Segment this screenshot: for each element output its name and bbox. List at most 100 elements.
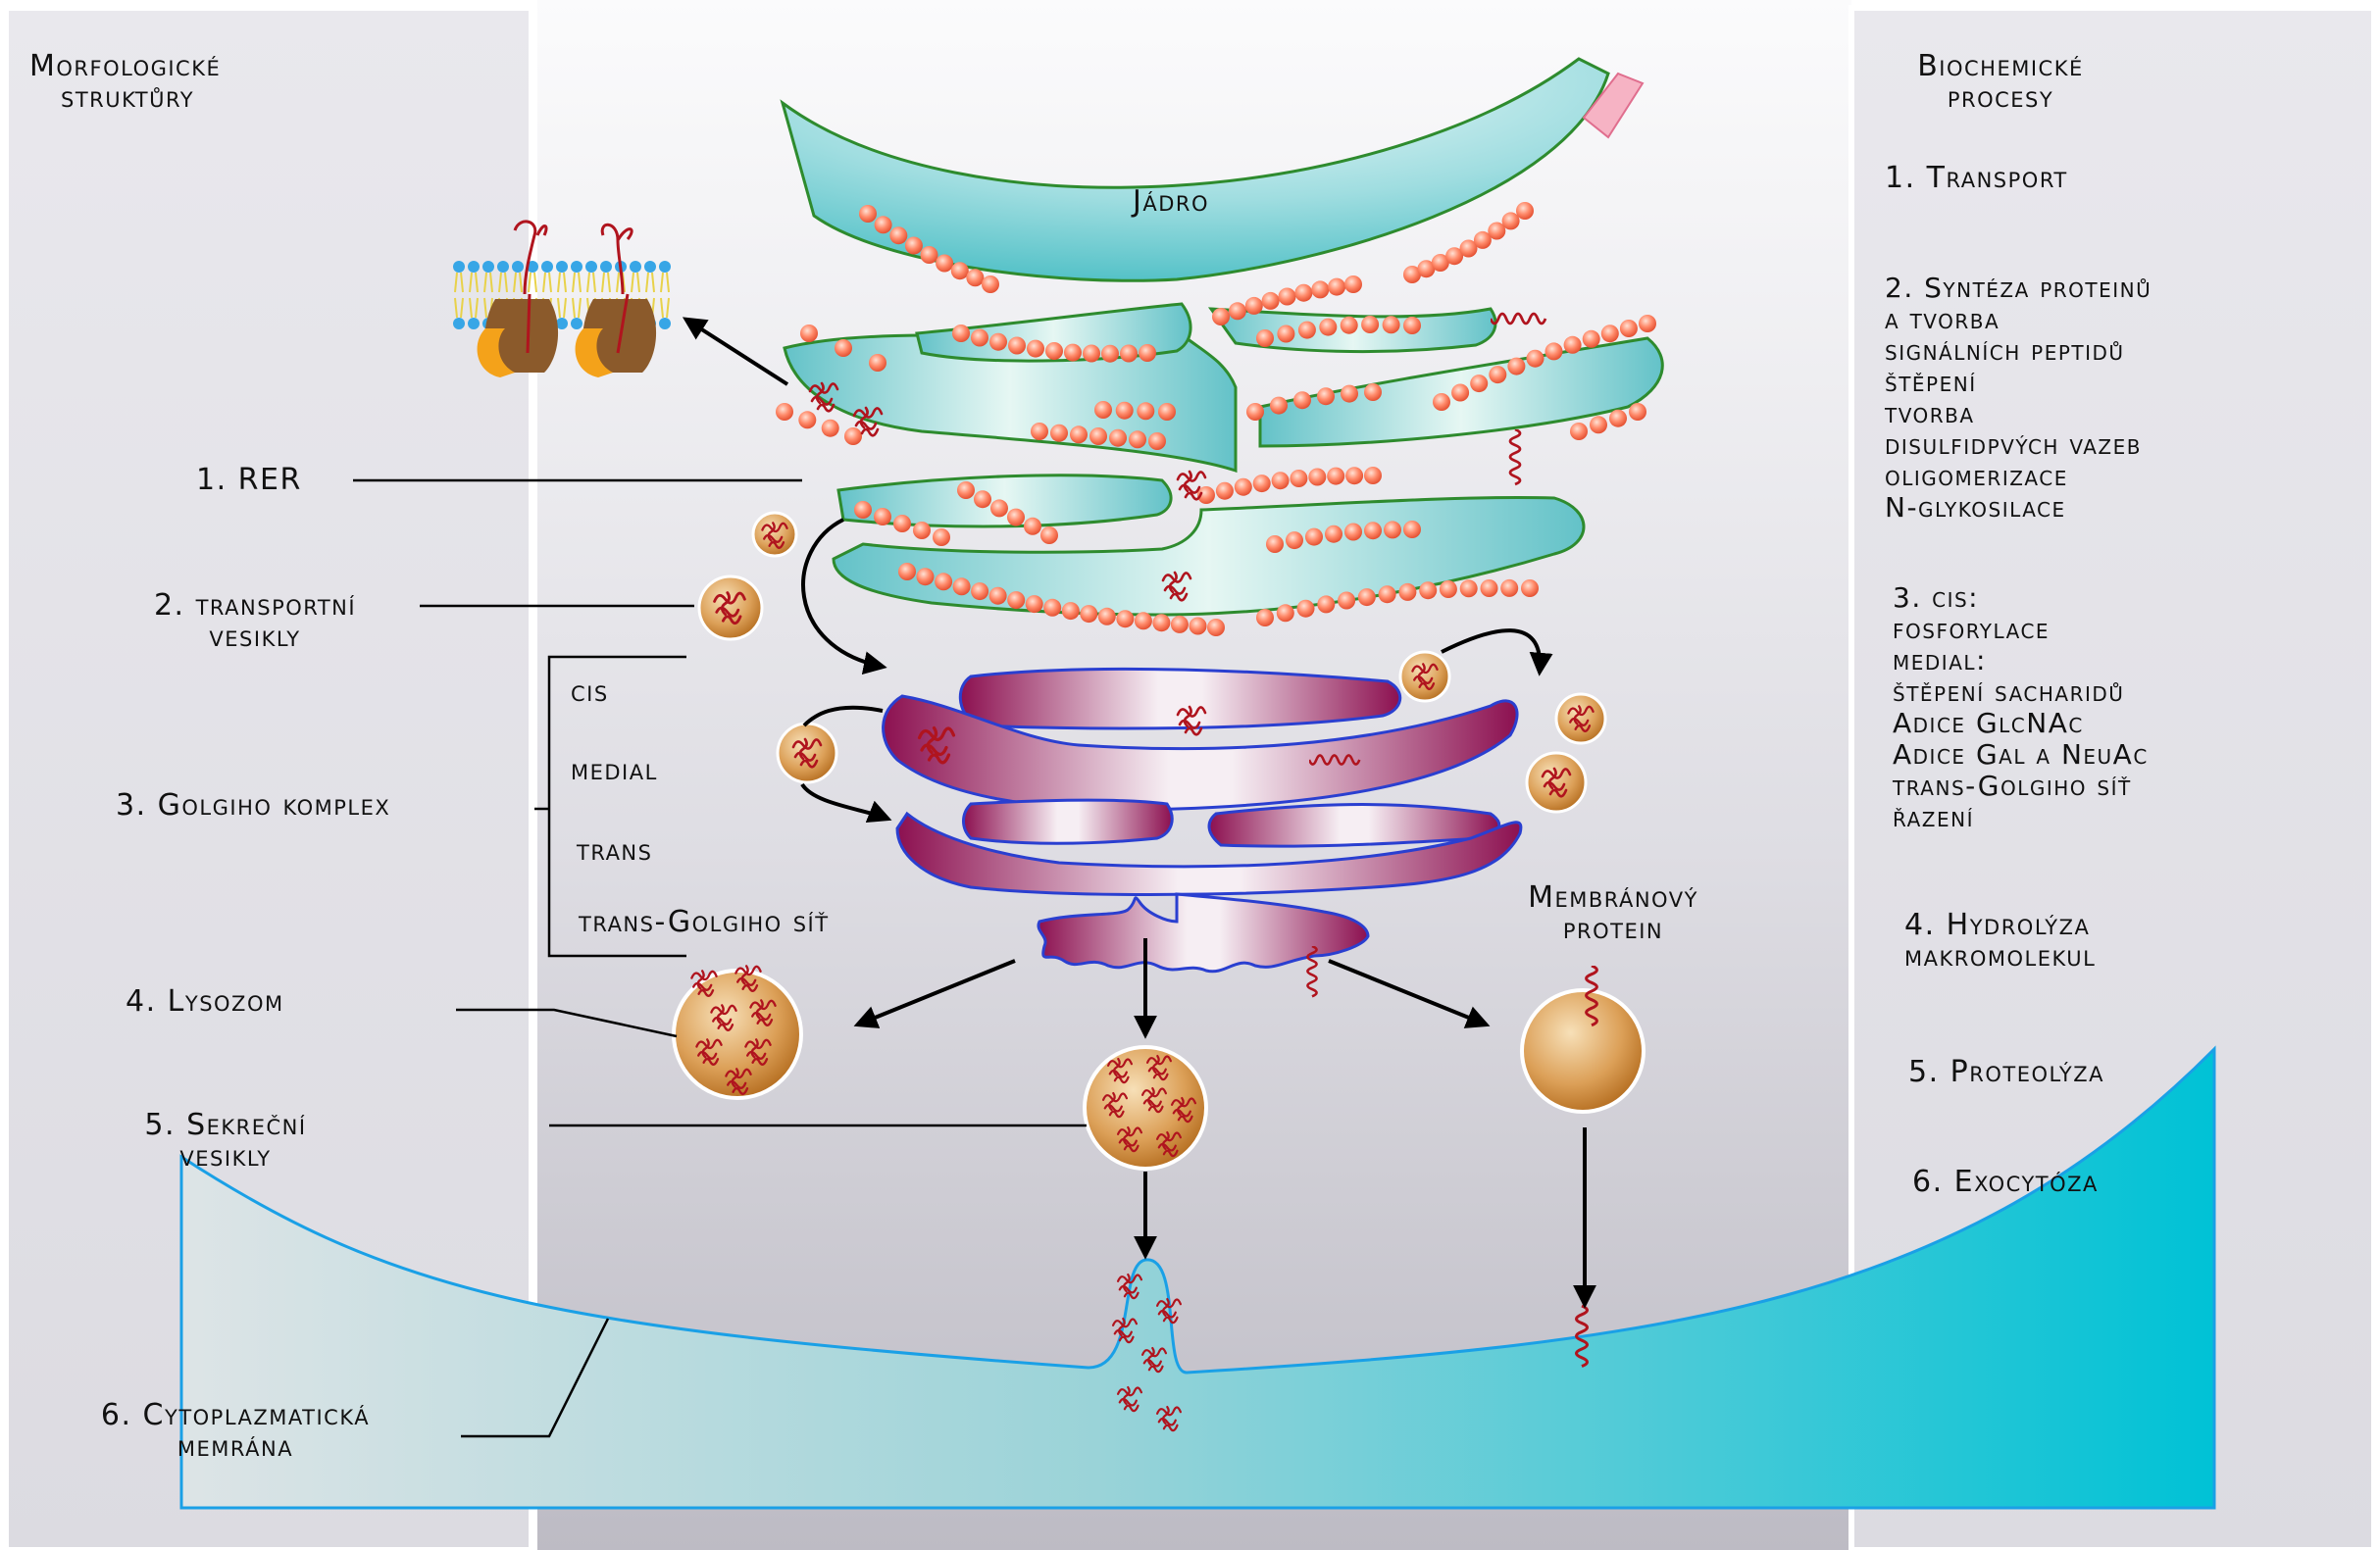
ribosome: [921, 246, 938, 264]
ribosome: [1609, 410, 1627, 427]
ribosome: [1253, 475, 1271, 492]
ribosome: [1109, 429, 1127, 447]
ribosome: [1583, 330, 1600, 348]
lipid-head: [571, 261, 582, 273]
ribosome: [859, 205, 877, 223]
ribosome: [1419, 581, 1437, 599]
ribosome: [1527, 350, 1544, 368]
ribosome: [1083, 345, 1100, 363]
lipid-head: [659, 318, 671, 329]
ribosome: [917, 568, 935, 585]
ribosome: [1460, 579, 1478, 597]
ribosome: [1246, 403, 1264, 421]
process-hydrolysis: 4. Hydrolýza makromolekul: [1904, 910, 2096, 973]
label-trans-golgi-network: trans-Golgiho síť: [579, 907, 830, 938]
ribosome: [1298, 322, 1316, 339]
ribosome: [1080, 605, 1097, 623]
ribosome: [1383, 316, 1400, 333]
ribosome: [1139, 344, 1156, 362]
ribosome: [1026, 595, 1043, 613]
ribosome: [1135, 612, 1152, 629]
ribosome: [953, 577, 971, 595]
ribosome: [905, 237, 923, 255]
label-transport-vesicles: 2. transportní vesikly: [113, 590, 397, 653]
ribosome: [1344, 524, 1362, 541]
ribosome: [1279, 288, 1296, 306]
ribosome: [1008, 337, 1026, 355]
ribosome: [1207, 619, 1225, 636]
ribosome: [1364, 522, 1382, 539]
lipid-head: [556, 261, 568, 273]
ribosome: [989, 333, 1007, 351]
ribosome: [933, 528, 950, 546]
ribosome: [889, 226, 907, 244]
label-trans: trans: [577, 835, 652, 867]
ribosome: [1403, 521, 1421, 538]
lipid-head: [468, 261, 480, 273]
ribosome: [913, 522, 931, 539]
ribosome: [1317, 595, 1335, 613]
ribosome: [898, 563, 916, 580]
ribosome: [1502, 212, 1520, 229]
ribosome: [1319, 319, 1337, 336]
ribosome: [957, 481, 975, 499]
ribosome: [1500, 579, 1518, 597]
right-panel-title: Biochemické procesy: [1853, 51, 2148, 114]
ribosome: [854, 501, 872, 519]
lipid-head: [659, 261, 671, 273]
ribosome: [822, 420, 839, 437]
ribosome: [869, 354, 886, 372]
ribosome: [1564, 336, 1582, 354]
lipid-head: [644, 261, 656, 273]
ribosome: [1629, 403, 1646, 421]
label-rer: 1. RER: [196, 465, 302, 496]
ribosome: [1229, 302, 1246, 320]
ribosome: [1521, 579, 1539, 597]
ribosome: [989, 587, 1007, 605]
ribosome: [1137, 402, 1154, 420]
ribosome: [1590, 416, 1607, 433]
ribosome: [1270, 397, 1288, 415]
label-medial: medial: [571, 755, 658, 786]
ribosome: [1256, 609, 1274, 626]
lipid-head: [630, 261, 641, 273]
ribosome: [776, 403, 793, 421]
ribosome: [966, 269, 984, 286]
ribosome: [1433, 393, 1450, 411]
ribosome: [1384, 521, 1401, 538]
ribosome: [952, 325, 970, 342]
ribosome: [1305, 528, 1323, 546]
ribosome: [1266, 535, 1284, 553]
ribosome: [1379, 585, 1396, 603]
ribosome: [1361, 316, 1379, 333]
lipid-head: [497, 261, 509, 273]
ribosome: [1007, 509, 1025, 526]
ribosome: [1341, 317, 1358, 334]
ribosome: [1089, 427, 1107, 445]
ribosome: [1344, 275, 1362, 293]
lipid-head: [453, 261, 465, 273]
ribosome: [1116, 610, 1134, 627]
ribosome: [1262, 292, 1280, 310]
ribosome: [1216, 482, 1234, 500]
ribosome: [1341, 385, 1358, 403]
process-protein-synthesis: 2. Syntéza proteinů a tvorba signálních …: [1885, 273, 2152, 524]
process-transport: 1. Transport: [1885, 163, 2068, 194]
ribosome: [1129, 430, 1146, 448]
ribosome: [893, 515, 911, 532]
ribosome: [1317, 387, 1335, 405]
secretory-vesicle: [1085, 1047, 1206, 1169]
lipid-head: [468, 318, 480, 329]
ribosome: [1116, 402, 1134, 420]
ribosome: [1451, 384, 1469, 402]
ribosome: [1481, 579, 1498, 597]
ribosome: [1101, 345, 1119, 363]
process-golgi: 3. cis: fosforylace medial: štěpení sach…: [1893, 582, 2149, 833]
ribosome: [1290, 470, 1307, 487]
ribosome: [1152, 614, 1170, 631]
ribosome: [951, 262, 969, 279]
label-golgi: 3. Golgiho komplex: [116, 790, 390, 822]
ribosome: [1158, 403, 1176, 421]
ribosome: [971, 582, 988, 600]
ribosome: [1040, 526, 1058, 544]
